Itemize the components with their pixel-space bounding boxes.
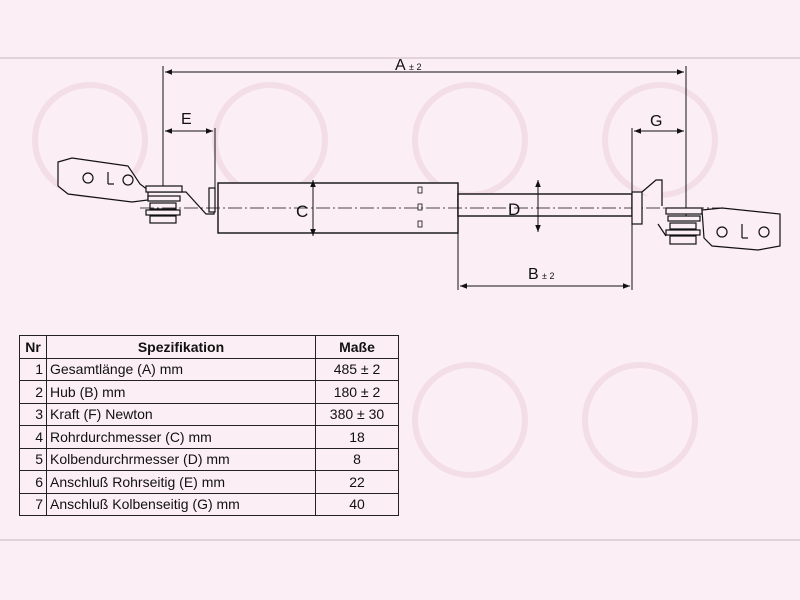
table-row: 6 Anschluß Rohrseitig (E) mm 22 bbox=[19, 470, 399, 494]
table-row: 3 Kraft (F) Newton 380 ± 30 bbox=[19, 402, 399, 426]
row-value: 18 bbox=[315, 425, 399, 449]
dimension-g-label: G bbox=[650, 113, 662, 130]
extension-lines bbox=[162, 66, 687, 290]
row-label: Gesamtlänge (A) mm bbox=[46, 357, 316, 381]
row-label: Kolbendurchrmesser (D) mm bbox=[46, 447, 316, 471]
right-mounting-bracket bbox=[631, 179, 781, 251]
row-label: Anschluß Rohrseitig (E) mm bbox=[46, 470, 316, 494]
dimension-b-label: B bbox=[528, 266, 539, 283]
table-row: 5 Kolbendurchrmesser (D) mm 8 bbox=[19, 447, 399, 471]
row-label: Hub (B) mm bbox=[46, 380, 316, 404]
dimension-b-tolerance: ± 2 bbox=[542, 271, 554, 281]
row-nr: 2 bbox=[19, 380, 47, 404]
header-nr: Nr bbox=[19, 335, 47, 359]
table-row: 7 Anschluß Kolbenseitig (G) mm 40 bbox=[19, 492, 399, 516]
header-spec: Spezifikation bbox=[46, 335, 316, 359]
row-nr: 5 bbox=[19, 447, 47, 471]
left-mounting-bracket bbox=[57, 157, 216, 224]
row-label: Kraft (F) Newton bbox=[46, 402, 316, 426]
row-nr: 4 bbox=[19, 425, 47, 449]
header-value: Maße bbox=[315, 335, 399, 359]
row-value: 40 bbox=[315, 492, 399, 516]
dimension-a-label: A bbox=[395, 57, 406, 74]
row-label: Anschluß Kolbenseitig (G) mm bbox=[46, 492, 316, 516]
table-row: 2 Hub (B) mm 180 ± 2 bbox=[19, 380, 399, 404]
dimension-g: G bbox=[634, 113, 684, 134]
row-value: 180 ± 2 bbox=[315, 380, 399, 404]
row-value: 8 bbox=[315, 447, 399, 471]
dimension-e-label: E bbox=[181, 111, 192, 128]
row-label: Rohrdurchmesser (C) mm bbox=[46, 425, 316, 449]
row-nr: 7 bbox=[19, 492, 47, 516]
table-header-row: Nr Spezifikation Maße bbox=[19, 335, 399, 359]
dimension-e: E bbox=[165, 111, 213, 134]
dimension-b: B ± 2 bbox=[460, 266, 630, 289]
row-value: 485 ± 2 bbox=[315, 357, 399, 381]
row-nr: 6 bbox=[19, 470, 47, 494]
piston-rod: D bbox=[457, 180, 633, 232]
dimension-c-label: C bbox=[296, 202, 308, 221]
row-value: 380 ± 30 bbox=[315, 402, 399, 426]
row-nr: 3 bbox=[19, 402, 47, 426]
table-row: 1 Gesamtlänge (A) mm 485 ± 2 bbox=[19, 357, 399, 381]
dimension-a-tolerance: ± 2 bbox=[409, 62, 421, 72]
specification-table: Nr Spezifikation Maße 1 Gesamtlänge (A) … bbox=[19, 335, 399, 516]
dimension-d-label: D bbox=[508, 200, 520, 219]
table-row: 4 Rohrdurchmesser (C) mm 18 bbox=[19, 425, 399, 449]
dimension-a: A ± 2 bbox=[165, 57, 684, 75]
row-nr: 1 bbox=[19, 357, 47, 381]
row-value: 22 bbox=[315, 470, 399, 494]
